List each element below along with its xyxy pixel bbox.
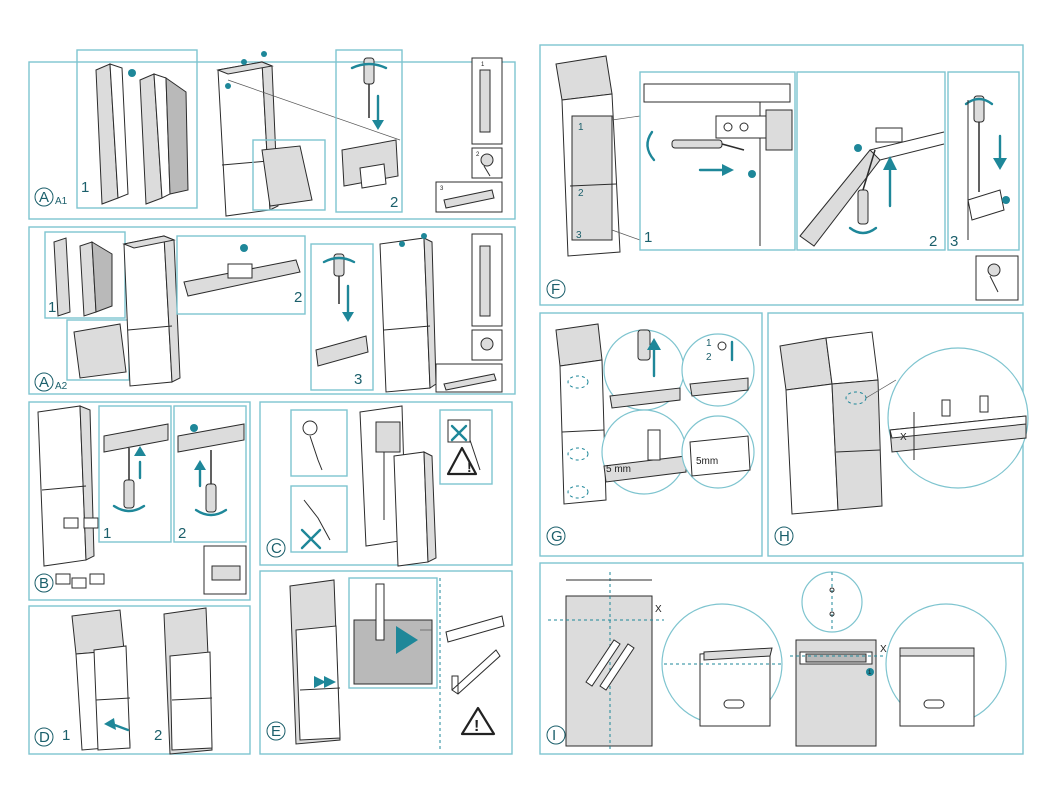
panel-a1-letter: A [39, 189, 49, 206]
panel-i-badge [546, 725, 566, 745]
panel-a1: 1 2 1 2 [28, 49, 516, 220]
panel-f-badge [546, 279, 566, 299]
part-a1-1: 1 [481, 62, 485, 68]
f-cab-mark-2: 2 [578, 188, 584, 199]
panel-h-letter: H [779, 528, 790, 545]
panel-b: 1 2 B [28, 401, 251, 601]
panel-b-badge [34, 573, 54, 593]
panel-i: X 1 X I [539, 562, 1024, 755]
panel-g: 1 2 5 mm 5mm G [539, 312, 763, 557]
step-1-label: 1 [81, 179, 89, 196]
panel-e-letter: E [271, 723, 281, 740]
i-dim-x-right: X [880, 644, 887, 655]
f-cab-mark-1: 1 [578, 122, 584, 133]
panel-d: 1 2 D [28, 605, 251, 755]
a2-step-1: 1 [48, 299, 56, 316]
panel-d-letter: D [39, 729, 50, 746]
panel-e-badge [266, 721, 286, 741]
f-step-2: 2 [929, 233, 937, 250]
panel-f: 1 2 3 1 2 [539, 44, 1024, 306]
panel-a1-sub: A1 [55, 196, 68, 207]
step-2-label: 2 [390, 194, 398, 211]
g-sub-step-1: 1 [706, 338, 712, 349]
panel-h-badge [774, 526, 794, 546]
g-dim-5mm-b: 5mm [696, 456, 718, 467]
panel-c-badge [266, 538, 286, 558]
panel-g-letter: G [551, 528, 563, 545]
h-dim-x: X [900, 432, 907, 443]
panel-b-letter: B [39, 575, 49, 592]
a2-step-3: 3 [354, 371, 362, 388]
i-dim-x-left: X [655, 604, 662, 615]
b-step-1: 1 [103, 525, 111, 542]
part-a1-3: 3 [440, 186, 444, 192]
screwdriver-tool [350, 57, 388, 130]
panel-a2: 1 2 3 A A2 [28, 226, 516, 395]
a2-step-2: 2 [294, 289, 302, 306]
panel-c-letter: C [271, 540, 282, 557]
panel-a2-badge [34, 372, 54, 392]
door-seal-illustration [95, 63, 189, 205]
g-dim-5mm-a: 5 mm [606, 464, 631, 475]
f-step-3: 3 [950, 233, 958, 250]
panel-h: X H [767, 312, 1029, 557]
g-sub-step-2: 2 [706, 352, 712, 363]
panel-i-letter: I [552, 727, 556, 744]
d-step-2: 2 [154, 727, 162, 744]
e-warning-symbol: ! [474, 718, 479, 735]
b-step-2: 2 [178, 525, 186, 542]
panel-g-badge [546, 526, 566, 546]
panel-a2-sub: A2 [55, 381, 68, 392]
panel-c: ! C [259, 401, 513, 567]
i-badge: 1 [868, 670, 872, 676]
panel-f-letter: F [551, 281, 560, 298]
f-step-1: 1 [644, 229, 652, 246]
panel-a2-letter: A [39, 374, 49, 391]
d-step-1: 1 [62, 727, 70, 744]
c-warning-symbol: ! [467, 459, 472, 475]
f-cab-mark-3: 3 [576, 230, 582, 241]
panel-d-badge [34, 727, 54, 747]
panel-e: ! E [259, 570, 513, 755]
part-a1-2: 2 [476, 152, 480, 158]
panel-a-badge [34, 187, 54, 207]
